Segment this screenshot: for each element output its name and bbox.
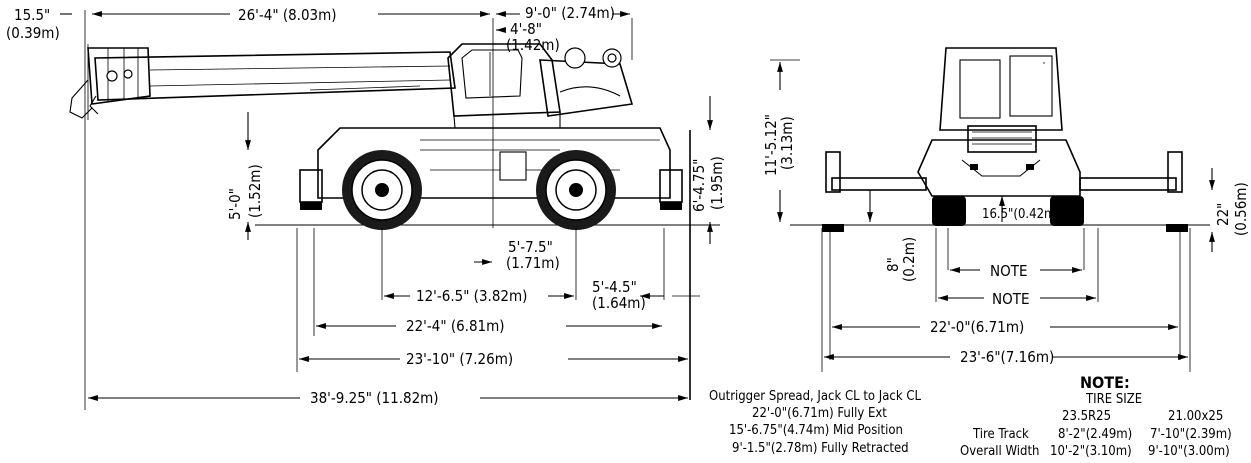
rear-view: 11'-5.12" (3.13m) 16.5"(0.42m) 8" (0.2m)… — [762, 47, 1250, 372]
pad-height-metric: (0.56m) — [1232, 182, 1250, 236]
rear-overhang-label: 5'-4.5" — [592, 278, 637, 296]
outrigger-drop-metric: (0.2m) — [900, 237, 918, 282]
outrigger-spread-retracted: 9'-1.5"(2.78m) Fully Retracted — [732, 441, 909, 456]
overall-width-note: NOTE — [992, 290, 1029, 308]
outrigger-spread-inner-label: 22'-0"(6.71m) — [930, 318, 1024, 336]
tire-track-row-label: Tire Track — [972, 427, 1029, 442]
cab-height-metric: (3.13m) — [778, 116, 796, 170]
cab-width-label: 9'-0" (2.74m) — [525, 4, 615, 22]
note-title: NOTE: — [1080, 373, 1130, 392]
axle-to-rear-metric: (1.71m) — [506, 254, 560, 272]
pad-height-label: 22" — [1214, 203, 1232, 226]
overall-width-row-label: Overall Width — [960, 444, 1039, 459]
cab — [447, 43, 634, 129]
boom — [69, 47, 456, 119]
radiator-grille — [972, 131, 1032, 145]
side-view: 15.5" (0.39m) 26'-4" (8.03m) 9'-0" (2.74… — [6, 4, 726, 410]
outrigger-spread-block: Outrigger Spread, Jack CL to Jack CL 22'… — [709, 389, 921, 456]
tire-track-note: NOTE — [990, 262, 1027, 280]
side-wheels — [342, 150, 616, 230]
outrigger-spread-title: Outrigger Spread, Jack CL to Jack CL — [709, 389, 921, 404]
overall-height-metric: (1.95m) — [708, 156, 726, 210]
overall-width-col-2: 9'-10"(3.00m) — [1148, 444, 1230, 459]
note-subtitle: TIRE SIZE — [1085, 392, 1142, 407]
tire-size-col-1: 23.5R25 — [1062, 409, 1111, 424]
tire-track-col-1: 8'-2"(2.49m) — [1058, 427, 1132, 442]
frame-height-label: 5'-0" — [226, 188, 244, 220]
outrigger-spread-mid: 15'-6.75"(4.74m) Mid Position — [729, 423, 903, 438]
outrigger-drop-label: 8" — [884, 257, 902, 272]
cab-height-label: 11'-5.12" — [762, 114, 780, 176]
overall-width-col-1: 10'-2"(3.10m) — [1050, 444, 1132, 459]
length-with-boom-label: 38'-9.25" (11.82m) — [310, 389, 439, 407]
tire-note-table: NOTE: TIRE SIZE 23.5R25 21.00x25 Tire Tr… — [960, 373, 1232, 459]
ground-clearance-label: 16.5"(0.42m) — [982, 207, 1060, 222]
rear-overhang-metric: (1.64m) — [592, 294, 646, 312]
overall-length-label: 23'-10" (7.26m) — [406, 350, 513, 368]
outrigger-length-label: 22'-4" (6.81m) — [406, 317, 505, 335]
outrigger-spread-outer-label: 23'-6"(7.16m) — [960, 348, 1054, 366]
cab-offset-label: 4'-8" — [510, 20, 542, 38]
boom-length-label: 26'-4" (8.03m) — [238, 6, 337, 24]
outrigger-spread-fully-ext: 22'-0"(6.71m) Fully Ext — [752, 406, 887, 421]
tire-size-col-2: 21.00x25 — [1168, 409, 1223, 424]
carrier — [299, 127, 683, 210]
cab-offset-metric: (1.42m) — [506, 36, 560, 54]
wheelbase-label: 12'-6.5" (3.82m) — [416, 287, 527, 305]
overall-height-label: 6'-4.75" — [690, 159, 708, 212]
boom-nose-offset-metric: (0.39m) — [6, 24, 60, 42]
frame-height-metric: (1.52m) — [246, 164, 264, 218]
axle-to-rear-label: 5'-7.5" — [508, 238, 553, 256]
boom-nose-offset-label: 15.5" — [14, 6, 50, 24]
tire-track-col-2: 7'-10"(2.39m) — [1150, 427, 1232, 442]
